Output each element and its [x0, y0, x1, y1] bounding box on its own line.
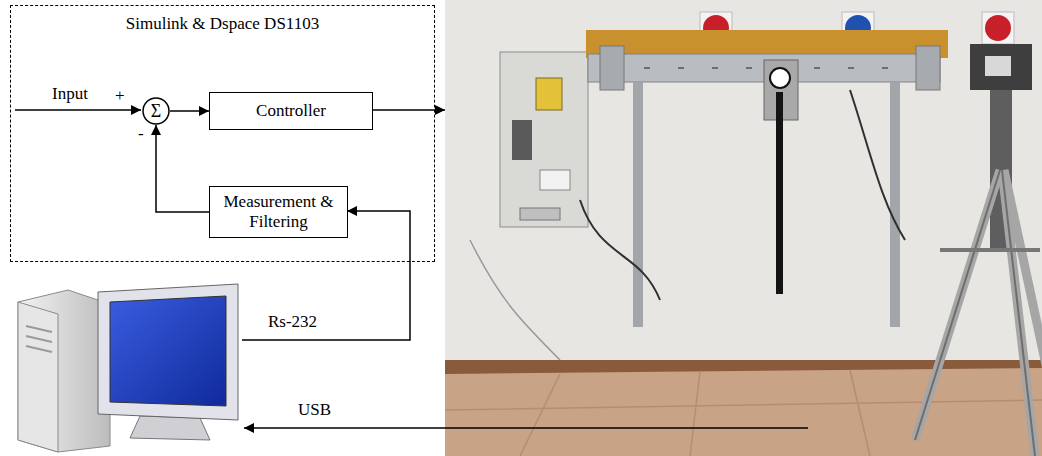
port-name: Rs-232: [266, 312, 319, 332]
dashed-region: Simulink & Dspace DS1103Σ ControllerMeasu…: [10, 5, 435, 262]
summing-junction: Σ: [142, 97, 170, 125]
box-label: Controller: [256, 101, 326, 121]
box-label: Measurement & Filtering: [216, 192, 341, 232]
sign-symbol: -: [136, 124, 146, 144]
signal-wires: [15, 110, 808, 428]
sign-symbol: +: [113, 86, 127, 106]
signal-arrow: [156, 125, 209, 212]
sum-symbol: Σ: [151, 101, 161, 121]
process-box: Measurement & Filtering: [209, 186, 348, 238]
process-box: Controller: [209, 92, 373, 130]
signal-name: Input: [50, 84, 90, 104]
computer-icon: [18, 284, 238, 452]
signal-arrow: [170, 110, 209, 112]
photo: [445, 0, 1042, 456]
port-name: USB: [296, 400, 333, 420]
region-title: Simulink & Dspace DS1103: [11, 14, 434, 34]
